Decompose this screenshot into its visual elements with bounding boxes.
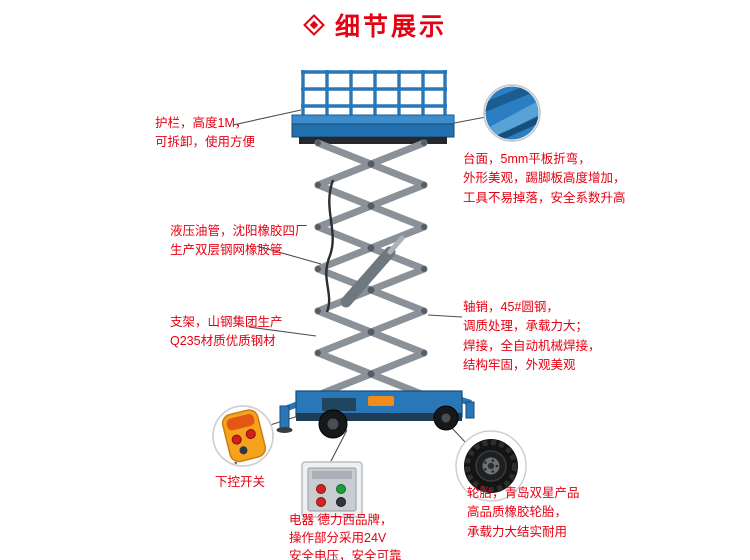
line-to-platform (448, 116, 487, 125)
line-to-support (248, 326, 317, 337)
page-title: 细节展示 (334, 13, 447, 41)
line-to-hose (256, 245, 322, 265)
black-button (336, 497, 346, 507)
green-button (336, 484, 346, 494)
annotation-lower-control: 下控开关 (215, 475, 266, 489)
connector-lines (232, 109, 487, 462)
wheel-callout (455, 430, 527, 502)
line-to-axle (427, 314, 463, 318)
hydraulic-cylinder (340, 246, 396, 308)
remote-control-callout (212, 405, 274, 467)
annotation-hydraulic-hose: 液压油管，沈阳橡胶四厂 生产双层钢网橡胶管 (170, 224, 308, 258)
annotation-axle-pin: 轴销，45#圆钢， 调质处理，承载力大； 焊接，全自动机械焊接， 结构牢固，外观… (463, 300, 601, 373)
annotation-support-frame: 支架，山钢集团生产 Q235材质优质钢材 (170, 315, 283, 349)
hydraulic-hose (325, 179, 335, 313)
cylinder-rod (387, 235, 405, 255)
platform-detail-callout (483, 84, 541, 142)
annotation-platform: 台面，5mm平板折弯， 外形美观，踢脚板高度增加， 工具不易掉落，安全系数升高 (463, 152, 626, 205)
line-to-controlbox (330, 429, 348, 462)
base-control-unit (368, 396, 394, 406)
red-button (316, 484, 326, 494)
control-box-callout (301, 461, 363, 518)
section-header: 细节展示 (0, 7, 750, 43)
platform-deck (291, 114, 455, 144)
diamond-icon (303, 14, 325, 36)
chassis-base (276, 390, 475, 439)
line-to-wheel (450, 426, 467, 444)
guardrail (301, 70, 447, 119)
annotation-electrics: 电器 德力西品牌， 操作部分采用24V 安全电压，安全可靠 (289, 513, 402, 560)
annotation-guardrail: 护栏，高度1M， 可拆卸，使用方便 (155, 116, 256, 150)
red-button (316, 497, 326, 507)
line-to-guardrail (232, 109, 302, 126)
annotation-tires: 轮胎，青岛双星产品 高品质橡胶轮胎， 承载力大结实耐用 (467, 486, 580, 539)
battery-box (322, 398, 356, 411)
scissor-lift-illustration (276, 70, 475, 439)
